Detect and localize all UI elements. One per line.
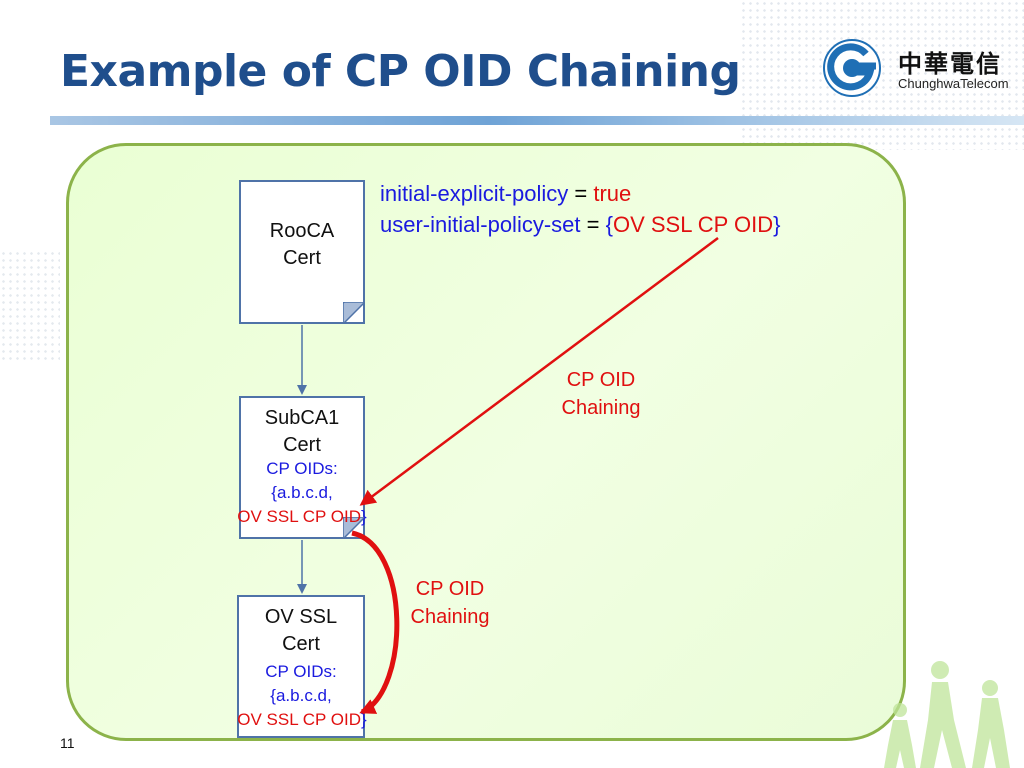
- slide-title: Example of CP OID Chaining: [60, 46, 741, 97]
- subca-oid-ov-ssl: OV SSL CP OID}: [200, 505, 404, 529]
- lower-chaining-label: CP OID Chaining: [394, 575, 506, 631]
- page-number: 11: [60, 735, 75, 751]
- policy-set-open-brace: {: [605, 212, 613, 237]
- ovssl-cert-line2: Cert: [282, 633, 320, 655]
- subca-oid-ov-ssl-text: OV SSL CP OID: [237, 507, 362, 526]
- decorative-people-silhouettes: [884, 661, 1010, 768]
- ovssl-oid-ov-ssl-text: OV SSL CP OID: [237, 710, 362, 729]
- explicit-policy-value: true: [593, 181, 632, 206]
- lower-chaining-line1: CP OID: [415, 578, 485, 600]
- ovssl-oid-ov-ssl: OV SSL CP OID}: [200, 708, 404, 732]
- policy-set-value: OV SSL CP OID: [612, 212, 774, 237]
- subca-cert-line2: Cert: [283, 434, 321, 456]
- root-cert-line2: Cert: [283, 247, 321, 269]
- subca-oid-abcd: {a.b.c.d,: [271, 483, 333, 502]
- subca-oids-label: CP OIDs:: [266, 459, 338, 478]
- subca-cert-line1: SubCA1: [264, 407, 340, 429]
- upper-chaining-line1: CP OID: [566, 369, 636, 391]
- ovssl-oids-label: CP OIDs:: [265, 662, 337, 681]
- chunghwa-logo-icon: [823, 39, 881, 97]
- root-ca-cert: RooCA Cert: [239, 180, 365, 324]
- upper-chaining-label: CP OID Chaining: [545, 366, 657, 422]
- lower-chaining-line2: Chaining: [410, 606, 490, 628]
- subca-oid-close-brace: }: [361, 507, 367, 526]
- logo-chinese-name: 中華電信: [898, 50, 1002, 78]
- policy-set-key: user-initial-policy-set: [380, 212, 581, 237]
- page-fold-icon: [343, 517, 365, 539]
- explicit-policy-equals: =: [568, 181, 594, 206]
- company-logo: 中華電信 ChunghwaTelecom: [822, 38, 1017, 98]
- explicit-policy-line: initial-explicit-policy = true: [380, 178, 780, 209]
- ovssl-oid-abcd: {a.b.c.d,: [270, 686, 332, 705]
- title-underline-bar: [50, 116, 1024, 125]
- page-fold-icon: [343, 302, 365, 324]
- policy-set-close-brace: }: [773, 212, 781, 237]
- root-cert-line1: RooCA: [269, 220, 335, 242]
- logo-english-name: ChunghwaTelecom: [898, 76, 1009, 91]
- explicit-policy-key: initial-explicit-policy: [380, 181, 569, 206]
- policy-settings: initial-explicit-policy = true user-init…: [380, 178, 780, 240]
- decorative-dot-pattern: [740, 0, 1024, 150]
- ov-ssl-cert: OV SSL Cert: [237, 595, 365, 738]
- ovssl-cert-line1: OV SSL: [264, 606, 338, 628]
- upper-chaining-line2: Chaining: [561, 397, 641, 419]
- decorative-dot-pattern-left: [0, 250, 60, 360]
- policy-set-equals: =: [580, 212, 606, 237]
- initial-policy-set-line: user-initial-policy-set = {OV SSL CP OID…: [380, 209, 780, 240]
- ovssl-oid-close-brace: }: [361, 710, 367, 729]
